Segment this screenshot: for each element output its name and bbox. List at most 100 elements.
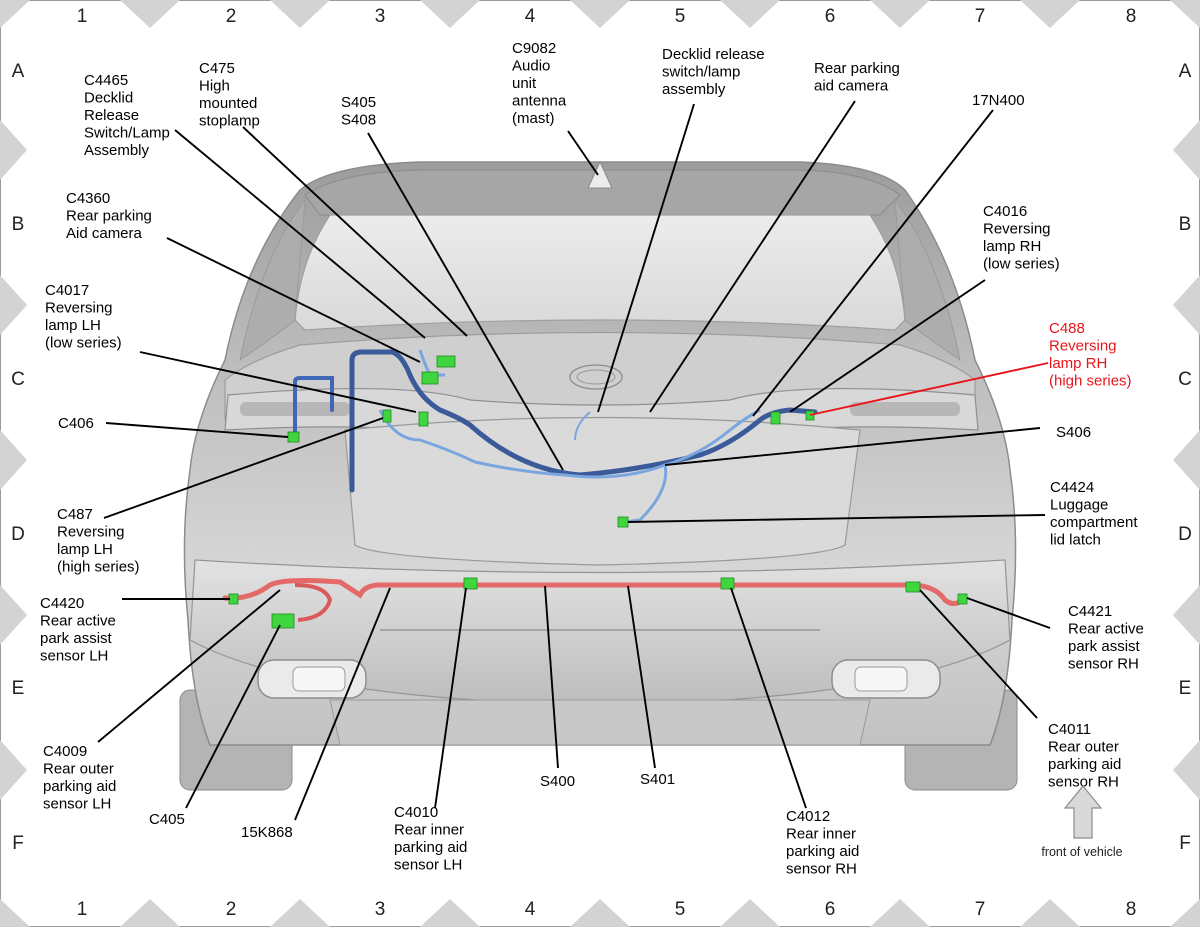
c9082-line: unit [512,75,537,92]
grid-border-triangle [1173,120,1200,180]
c4017-line: C4017 [45,282,89,299]
grid-border-triangle [1173,430,1200,490]
front-of-vehicle-label: front of vehicle [1041,845,1122,859]
label-s406: S406 [1056,424,1091,441]
grid-row-label: F [1179,833,1191,854]
s405-line: S405 [341,94,376,111]
c4424-line: compartment [1050,514,1138,531]
grid-border-triangle [0,740,27,800]
c475-line: High [199,78,230,95]
c4421-line: park assist [1068,638,1141,655]
grid-column-label: 6 [825,6,836,27]
grid-column-label: 5 [675,6,686,27]
connector-c4420 [228,593,239,605]
c487-line: Reversing [57,524,125,541]
grid-border-triangle [870,0,930,28]
grid-column-label: 1 [77,899,88,920]
grid-column-label: 8 [1126,6,1137,27]
connector-c4011 [905,581,921,593]
grid-border-triangle [1173,740,1200,800]
grid-border-triangle [720,899,780,927]
label-c406: C406 [58,415,94,432]
grid-row-label: F [12,833,24,854]
c487-line: (high series) [57,559,140,576]
c4011-line: parking aid [1048,756,1121,773]
grid-border-triangle [570,899,630,927]
grid-column-label: 7 [975,899,986,920]
c4465-line: Release [84,107,139,124]
s406-line: S406 [1056,424,1091,441]
grid-border-triangle [1173,585,1200,645]
c4420-line: Rear active [40,613,116,630]
c4017-line: lamp LH [45,317,101,334]
harness-red [222,578,968,622]
grid-row-label: A [12,61,25,82]
c4017-line: (low series) [45,335,122,352]
label-c405: C405 [149,811,185,828]
grid-row-label: C [1178,369,1192,390]
connector-c488 [805,410,815,421]
grid-border-triangle [270,0,330,28]
c4011-line: C4011 [1048,721,1091,738]
grid-row-label: E [1179,678,1192,699]
c4016-line: C4016 [983,203,1027,220]
c4424-line: C4424 [1050,479,1094,496]
c4010-line: sensor LH [394,857,462,874]
connector-c4421 [957,593,968,605]
c406-line: C406 [58,415,94,432]
c4420-line: sensor LH [40,648,108,665]
s400-line: S400 [540,773,575,790]
grid-column-label: 7 [975,6,986,27]
grid-border-triangle [0,585,27,645]
c9082-line: C9082 [512,40,556,57]
n17n400-line: 17N400 [972,92,1025,109]
connector-c406 [287,431,300,443]
c475-line: mounted [199,95,257,112]
c475-line: C475 [199,60,235,77]
connector-c4360 [421,371,439,385]
label-s401: S401 [640,771,675,788]
c4465-line: Assembly [84,142,150,159]
grid-border-triangle [1020,0,1080,28]
grid-column-label: 2 [226,6,237,27]
c4016-line: Reversing [983,221,1051,238]
c488-line: C488 [1049,320,1085,337]
k868-line: 15K868 [241,824,293,841]
decklid_switch-line: assembly [662,81,726,98]
c487-line: lamp LH [57,541,113,558]
grid-border-triangle [0,0,30,28]
decklid_switch-line: switch/lamp [662,64,740,81]
label-s400: S400 [540,773,575,790]
c4465-line: Switch/Lamp [84,125,170,142]
grid-border-triangle [420,0,480,28]
c4009-line: Rear outer [43,761,114,778]
grid-border-triangle [1020,899,1080,927]
c488-line: lamp RH [1049,355,1107,372]
grid-column-label: 4 [525,899,536,920]
grid-row-label: B [1179,214,1192,235]
c4012-line: sensor RH [786,861,857,878]
grid-border-triangle [0,120,27,180]
grid-column-label: 1 [77,6,88,27]
c4010-line: parking aid [394,839,467,856]
grid-row-label: D [11,524,25,545]
c4424-line: Luggage [1050,497,1108,514]
rear_cam-line: aid camera [814,78,889,95]
c4010-line: Rear inner [394,822,464,839]
